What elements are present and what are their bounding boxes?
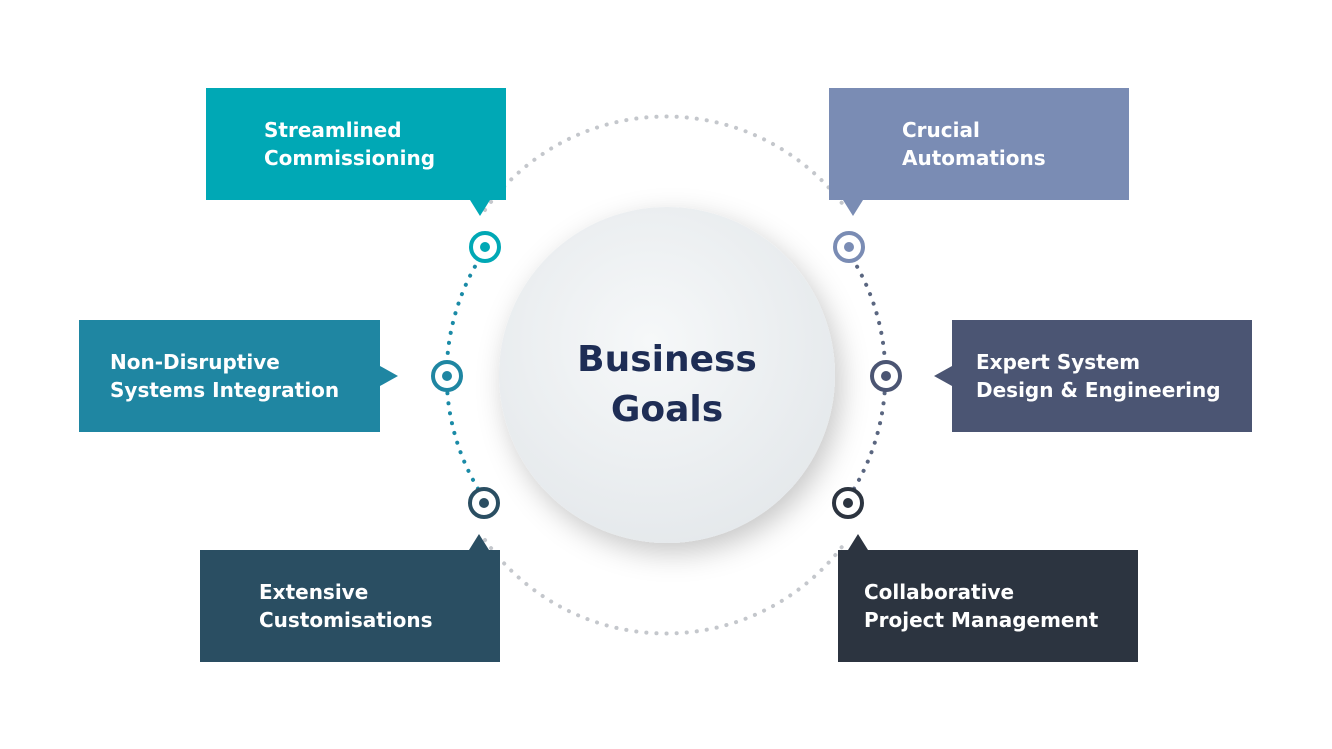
label-extensive-line1: Extensive	[259, 580, 369, 604]
box-collaborative	[838, 550, 1138, 662]
pointer-extensive	[469, 534, 489, 550]
label-streamlined-line1: Streamlined	[264, 118, 402, 142]
pointer-crucial	[843, 200, 863, 216]
box-streamlined	[206, 88, 506, 200]
box-nondisruptive	[79, 320, 380, 432]
box-crucial	[829, 88, 1129, 200]
pointer-nondisruptive	[380, 366, 398, 386]
target-icon-extensive	[468, 487, 500, 519]
label-streamlined: Streamlined Commissioning	[206, 88, 506, 200]
center-title: Business Goals	[507, 335, 827, 435]
label-collaborative: Collaborative Project Management	[838, 550, 1138, 662]
label-collaborative-line1: Collaborative	[864, 580, 1015, 604]
label-expert-line2: Design & Engineering	[976, 378, 1221, 402]
label-expert: Expert System Design & Engineering	[952, 320, 1252, 432]
target-icon-crucial	[833, 231, 865, 263]
pointer-expert	[934, 366, 952, 386]
label-nondisruptive: Non-Disruptive Systems Integration	[79, 320, 380, 432]
pointer-collaborative	[848, 534, 868, 550]
center-circle	[499, 207, 835, 543]
box-expert	[952, 320, 1252, 432]
box-extensive	[200, 550, 500, 662]
dotted-ring-top	[483, 114, 849, 212]
label-collaborative-line2: Project Management	[864, 608, 1099, 632]
pointer-streamlined	[470, 200, 490, 216]
label-crucial-line1: Crucial	[902, 118, 980, 142]
label-crucial: Crucial Automations	[829, 88, 1129, 200]
target-icon-streamlined	[469, 231, 501, 263]
label-extensive-line2: Customisations	[259, 608, 433, 632]
label-crucial-line2: Automations	[902, 146, 1046, 170]
label-expert-line1: Expert System	[976, 350, 1141, 374]
center-title-line1: Business	[577, 339, 757, 380]
label-streamlined-line2: Commissioning	[264, 146, 436, 170]
target-icon-expert	[870, 360, 902, 392]
target-icon-collaborative	[832, 487, 864, 519]
label-nondisruptive-line1: Non-Disruptive	[110, 350, 280, 374]
dotted-ring-bottom	[483, 538, 849, 636]
center-title-line2: Goals	[610, 389, 724, 430]
label-extensive: Extensive Customisations	[200, 550, 500, 662]
label-nondisruptive-line2: Systems Integration	[110, 378, 340, 402]
target-icon-nondisruptive	[431, 360, 463, 392]
